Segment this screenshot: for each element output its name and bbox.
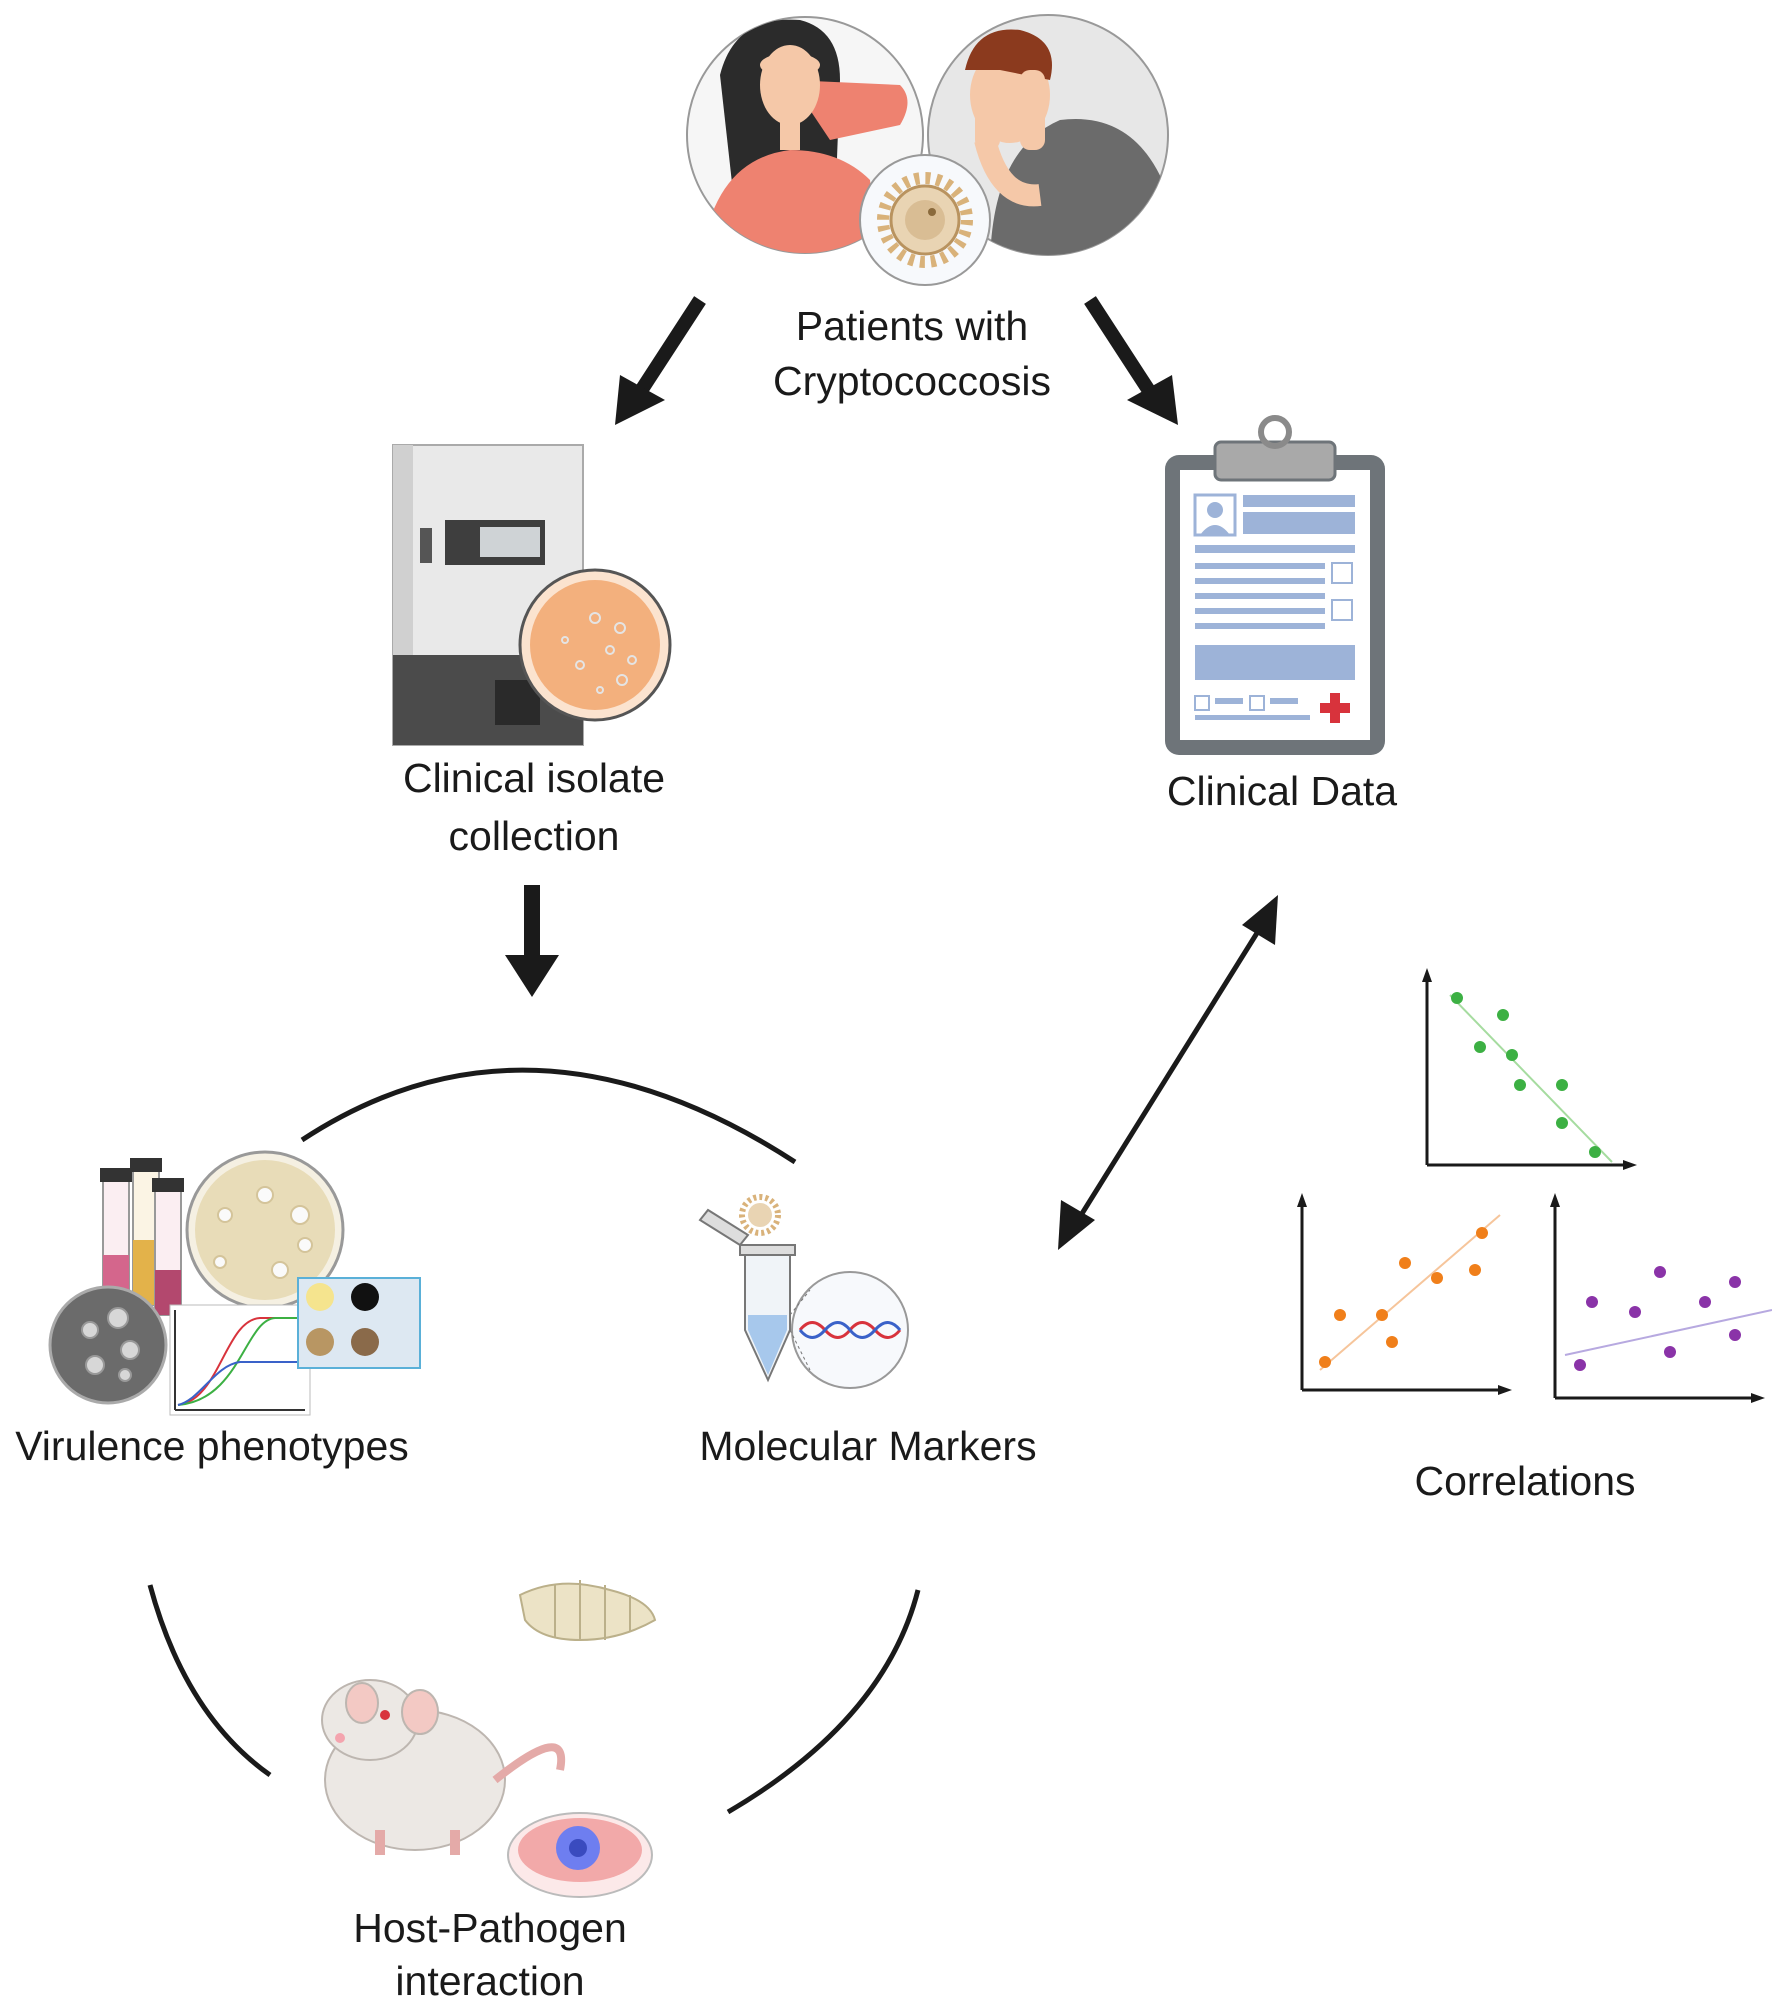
molecular-label: Molecular Markers bbox=[699, 1423, 1036, 1469]
arrow-head-up bbox=[1242, 895, 1278, 945]
patients-icon bbox=[686, 14, 1169, 286]
arrow-head-down bbox=[505, 955, 559, 997]
clipboard-icon bbox=[1165, 415, 1385, 755]
virulence-label: Virulence phenotypes bbox=[15, 1423, 409, 1469]
arrow-head-clinical bbox=[1127, 375, 1178, 425]
arrow-head-down-left bbox=[1058, 1200, 1095, 1250]
correlation-plot-negative bbox=[1422, 968, 1637, 1170]
patients-label-line2: Cryptococcosis bbox=[773, 358, 1051, 404]
molecular-markers-icon bbox=[698, 1194, 909, 1389]
cycle-arc-left bbox=[147, 1584, 272, 1778]
petri-dish-colonies-icon bbox=[518, 568, 672, 722]
correlations-label: Correlations bbox=[1414, 1458, 1635, 1504]
host-pathogen-label-line2: interaction bbox=[395, 1958, 584, 1999]
correlation-plot-weak bbox=[1550, 1193, 1772, 1403]
correlation-plot-positive bbox=[1297, 1193, 1512, 1395]
isolates-label-line2: collection bbox=[449, 813, 620, 859]
arrow-patients-to-isolates bbox=[629, 296, 706, 404]
clinical-data-label: Clinical Data bbox=[1167, 768, 1397, 814]
cycle-arc-top bbox=[300, 1067, 797, 1165]
isolates-label-line1: Clinical isolate bbox=[403, 755, 665, 801]
arrow-head-isolates bbox=[615, 375, 665, 425]
host-pathogen-icon bbox=[321, 1580, 657, 1898]
host-pathogen-label-line1: Host-Pathogen bbox=[353, 1905, 627, 1951]
cycle-arc-right bbox=[726, 1589, 921, 1815]
patients-label-line1: Patients with bbox=[796, 303, 1028, 349]
arrow-clinical-molecular-bidirectional bbox=[1075, 923, 1265, 1222]
virulence-phenotypes-icon bbox=[48, 1150, 421, 1416]
arrow-patients-to-clinical bbox=[1084, 296, 1161, 404]
